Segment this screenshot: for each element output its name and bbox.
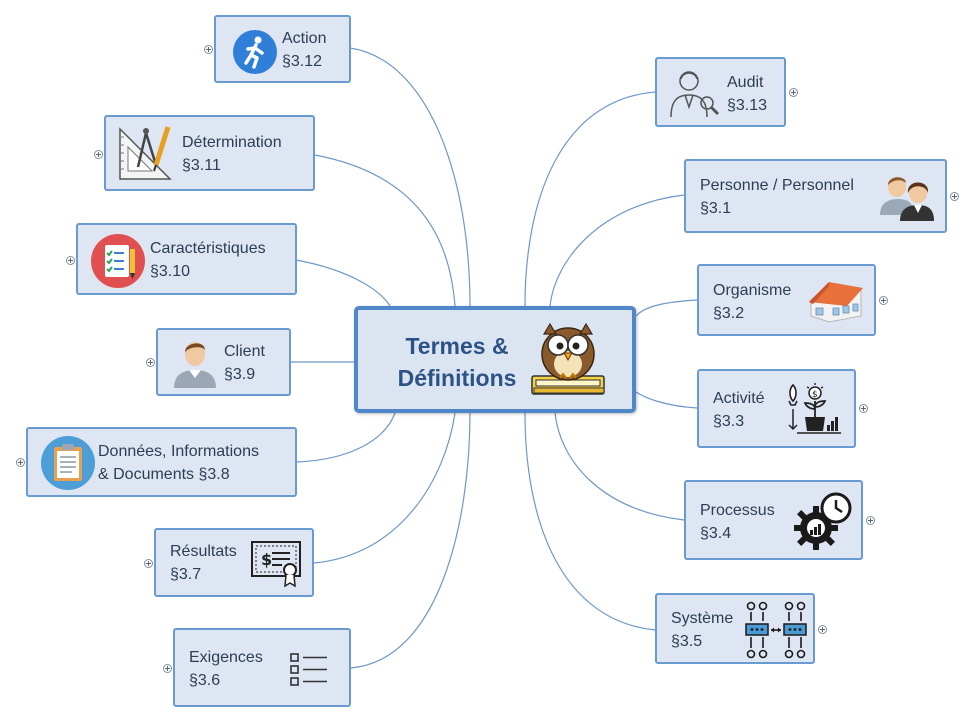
expand-toggle-audit[interactable] <box>789 88 798 97</box>
clipboard-icon <box>41 436 95 490</box>
list-icon <box>290 653 327 686</box>
link-audit <box>524 91 656 307</box>
link-caracteristiques <box>295 259 391 307</box>
network-icon <box>745 601 807 659</box>
svg-text:$: $ <box>261 550 272 569</box>
link-action <box>349 47 471 307</box>
node-section: & Documents §3.8 <box>98 466 230 483</box>
node-label: Organisme <box>713 282 792 299</box>
house-icon <box>809 282 863 323</box>
person-icon <box>174 342 216 388</box>
growth-icon: $ <box>788 383 841 434</box>
node-section: §3.5 <box>671 633 703 650</box>
node-label: Processus <box>700 502 775 519</box>
central-topic[interactable]: Termes & Définitions <box>354 306 636 413</box>
certificate-icon: $ <box>251 541 301 588</box>
node-section: §3.12 <box>282 53 323 70</box>
node-donnees[interactable]: Données, Informations & Documents §3.8 <box>26 427 297 497</box>
expand-toggle-caracteristiques[interactable] <box>66 256 75 265</box>
node-label: Données, Informations <box>98 443 259 460</box>
node-label: Résultats <box>170 543 237 560</box>
expand-toggle-action[interactable] <box>204 45 213 54</box>
node-section: §3.1 <box>700 200 732 217</box>
link-exigences <box>350 412 471 669</box>
node-section: §3.13 <box>727 97 768 114</box>
expand-toggle-personne[interactable] <box>950 192 959 201</box>
link-donnees <box>295 412 396 463</box>
node-activite[interactable]: Activité §3.3 $ <box>697 369 856 448</box>
node-label: Action <box>282 30 327 47</box>
node-section: §3.7 <box>170 566 202 583</box>
node-exigences[interactable]: Exigences §3.6 <box>173 628 351 707</box>
gear-clock-icon <box>794 492 852 550</box>
expand-toggle-organisme[interactable] <box>879 296 888 305</box>
expand-toggle-donnees[interactable] <box>16 458 25 467</box>
node-section: §3.3 <box>713 413 745 430</box>
node-section: §3.6 <box>189 672 221 689</box>
svg-text:$: $ <box>812 390 818 400</box>
drafting-tools-icon <box>119 126 172 180</box>
running-person-icon <box>233 30 277 74</box>
link-personne <box>549 194 685 307</box>
link-processus <box>554 412 685 521</box>
node-label: Exigences <box>189 649 263 666</box>
node-label: Système <box>671 610 734 627</box>
node-systeme[interactable]: Système §3.5 <box>655 593 815 664</box>
node-label: Détermination <box>182 134 282 151</box>
node-organisme[interactable]: Organisme §3.2 <box>697 264 876 336</box>
link-organisme <box>635 299 698 317</box>
owl-icon <box>531 322 605 395</box>
expand-toggle-processus[interactable] <box>866 516 875 525</box>
central-title: Termes & Définitions <box>397 333 517 391</box>
node-determination[interactable]: Détermination §3.11 <box>104 115 315 191</box>
expand-toggle-systeme[interactable] <box>818 625 827 634</box>
node-label: Audit <box>727 74 764 91</box>
checklist-icon <box>91 234 145 288</box>
link-resultats <box>313 412 456 564</box>
node-audit[interactable]: Audit §3.13 <box>655 57 786 127</box>
node-processus[interactable]: Processus §3.4 <box>684 480 863 560</box>
node-label: Client <box>224 343 265 360</box>
link-activite <box>635 391 698 409</box>
node-section: §3.4 <box>700 525 732 542</box>
node-label: Personne / Personnel <box>700 177 854 194</box>
node-action[interactable]: Action §3.12 <box>214 15 351 83</box>
expand-toggle-exigences[interactable] <box>163 664 172 673</box>
expand-toggle-resultats[interactable] <box>144 559 153 568</box>
expand-toggle-activite[interactable] <box>859 404 868 413</box>
node-label: Caractéristiques <box>150 240 266 257</box>
node-section: §3.2 <box>713 305 745 322</box>
node-section: §3.10 <box>150 263 191 280</box>
node-section: §3.9 <box>224 366 256 383</box>
node-caracteristiques[interactable]: Caractéristiques §3.10 <box>76 223 297 295</box>
link-determination <box>314 154 456 307</box>
expand-toggle-client[interactable] <box>146 358 155 367</box>
node-client[interactable]: Client §3.9 <box>156 328 291 396</box>
people-icon <box>880 177 934 221</box>
node-resultats[interactable]: Résultats §3.7 $ <box>154 528 314 597</box>
node-label: Activité <box>713 390 765 407</box>
expand-toggle-determination[interactable] <box>94 150 103 159</box>
node-personne[interactable]: Personne / Personnel §3.1 <box>684 159 947 233</box>
link-systeme <box>524 412 656 631</box>
auditor-icon <box>670 71 720 118</box>
node-section: §3.11 <box>182 157 221 174</box>
